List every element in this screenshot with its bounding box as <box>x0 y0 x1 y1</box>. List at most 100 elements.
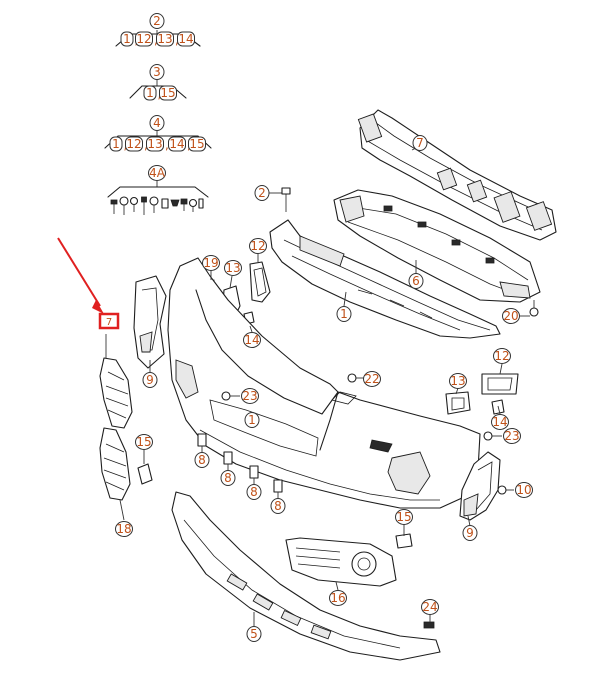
callout-number: 13 <box>450 374 465 388</box>
callout-ring <box>149 115 165 131</box>
side-bracket-left-part <box>133 275 167 369</box>
callout-number: 2 <box>153 14 161 28</box>
callout-ring <box>395 509 413 525</box>
callout-number: 22 <box>364 372 379 386</box>
callout-c22: 22 <box>363 371 381 387</box>
callout-ring <box>363 371 381 387</box>
callout-c14b: 14 <box>491 414 509 430</box>
bolt-23-right-icon <box>483 431 502 441</box>
callout-number: 16 <box>330 591 345 605</box>
callout-number: 20 <box>503 309 518 323</box>
kit-4-part-label: 1 <box>109 136 123 152</box>
callout-c13a: 13 <box>224 260 242 276</box>
callout-ring <box>502 308 520 324</box>
kit-separator: , <box>154 33 158 47</box>
callout-number: 12 <box>494 349 509 363</box>
bolt-2-icon <box>270 187 291 212</box>
callout-number: 13 <box>225 261 240 275</box>
callout-c2: 2 <box>254 185 270 201</box>
kit-part-ring <box>159 85 177 101</box>
kit-4-part-label: 15 <box>188 136 206 152</box>
callout-ring <box>491 414 509 430</box>
bolt-22-icon <box>347 373 364 383</box>
callout-number: 19 <box>203 256 218 270</box>
kit-part-number: 12 <box>126 137 141 151</box>
callout-kit-4a-head: 4A <box>148 165 166 181</box>
kit-part-number: 15 <box>160 86 175 100</box>
trim-frame-12-right-part <box>481 373 519 395</box>
callout-number: 1 <box>340 307 348 321</box>
callout-number: 3 <box>153 65 161 79</box>
kit-part-number: 14 <box>169 137 184 151</box>
upper-air-guide-part <box>269 219 501 339</box>
callout-c24: 24 <box>421 599 439 615</box>
callout-number: 23 <box>504 429 519 443</box>
callout-c9b: 9 <box>462 525 478 541</box>
callout-c8b: 8 <box>220 470 236 486</box>
kit-part-number: 1 <box>146 86 154 100</box>
kit-separator: , <box>144 138 148 152</box>
kit-part-ring <box>143 85 157 101</box>
kit-part-ring <box>156 31 174 47</box>
callout-number: 4 <box>153 116 161 130</box>
fog-grille-part <box>285 537 397 587</box>
callout-c8d: 8 <box>270 498 286 514</box>
callout-c9a: 9 <box>142 372 158 388</box>
lower-spoiler-part <box>171 491 441 661</box>
callout-c10: 10 <box>515 482 533 498</box>
callout-c6: 6 <box>408 273 424 289</box>
callout-number: 8 <box>224 471 232 485</box>
kit-part-number: 15 <box>189 137 204 151</box>
callout-ring <box>194 452 210 468</box>
callout-ring <box>515 482 533 498</box>
spoiler-vents-icon <box>226 573 332 640</box>
callout-number: 18 <box>116 522 131 536</box>
callout-kit-2-head: 2 <box>149 13 165 29</box>
kit-part-number: 13 <box>157 32 172 46</box>
callout-ring <box>148 165 166 181</box>
highlight-marker: 7 <box>98 312 120 330</box>
kit-part-number: 14 <box>178 32 193 46</box>
highlight-marker-label: 7 <box>106 317 112 328</box>
kit-4-part-label: 13 <box>146 136 164 152</box>
callout-ring <box>449 373 467 389</box>
callout-number: 23 <box>242 389 257 403</box>
kit-4-part-label: 12 <box>125 136 143 152</box>
callout-number: 2 <box>258 186 266 200</box>
kit-3-tree <box>129 80 187 99</box>
kit-3-part-label: 15 <box>159 85 177 101</box>
callout-number: 9 <box>146 373 154 387</box>
clip-24-icon <box>423 621 435 629</box>
callout-number: 6 <box>412 274 420 288</box>
side-bracket-right-part <box>459 451 501 521</box>
callout-number: 14 <box>244 333 259 347</box>
callout-c20: 20 <box>502 308 520 324</box>
callout-c15b: 15 <box>395 509 413 525</box>
kit-part-number: 1 <box>112 137 120 151</box>
callout-ring <box>270 498 286 514</box>
bumper-cover-part <box>167 257 481 509</box>
kit-4-part-label: 14 <box>168 136 186 152</box>
callout-number: 10 <box>516 483 531 497</box>
callout-number: 5 <box>250 627 258 641</box>
clip-15-right-icon <box>395 533 413 549</box>
kit-4a-tree <box>107 181 209 215</box>
callout-number: 4A <box>149 166 166 180</box>
callout-number: 8 <box>250 485 258 499</box>
bolt-10-icon <box>497 485 514 495</box>
guide-clips-icon <box>383 205 495 264</box>
callout-ring <box>408 273 424 289</box>
trim-frame-12-part <box>249 261 271 303</box>
callout-ring <box>243 332 261 348</box>
highlight-arrow-icon <box>57 237 104 314</box>
callout-ring <box>246 626 262 642</box>
callout-number: 7 <box>416 136 424 150</box>
bolt-20-icon <box>520 300 539 317</box>
callout-ring <box>254 185 270 201</box>
kit-2-part-label: 12 <box>135 31 153 47</box>
callout-number: 9 <box>466 526 474 540</box>
callout-c18: 18 <box>115 521 133 537</box>
callout-c5: 5 <box>246 626 262 642</box>
